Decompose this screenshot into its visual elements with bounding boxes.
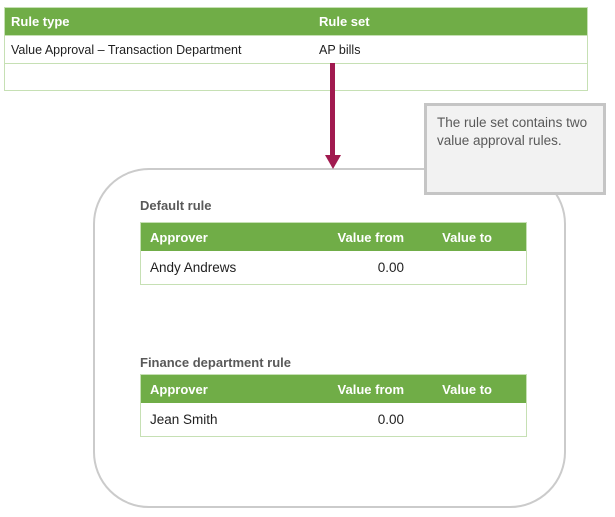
finance-department-rule-table: Approver Value from Value to Jean Smith …	[140, 374, 527, 437]
finance-department-rule-title: Finance department rule	[140, 355, 291, 370]
rule-type-table-row: Value Approval – Transaction Department …	[5, 35, 587, 63]
approver-cell: Andy Andrews	[150, 260, 237, 275]
flow-arrow-line	[330, 63, 335, 156]
rule-type-table: Rule type Rule set Value Approval – Tran…	[4, 7, 588, 91]
down-arrow-icon	[325, 155, 341, 169]
rule-set-column-header: Rule set	[319, 14, 370, 29]
approver-cell: Jean Smith	[150, 412, 218, 427]
value-from-cell: 0.00	[377, 260, 404, 275]
value-from-column-header: Value from	[337, 229, 404, 245]
callout-text: The rule set contains two value approval…	[437, 115, 588, 148]
callout-box: The rule set contains two value approval…	[424, 103, 606, 195]
finance-rule-table-row: Jean Smith 0.00	[141, 403, 526, 436]
rule-type-cell: Value Approval – Transaction Department	[11, 42, 242, 57]
value-from-cell: 0.00	[377, 412, 404, 427]
rule-set-cell: AP bills	[319, 42, 361, 57]
approver-column-header: Approver	[150, 229, 208, 245]
value-to-column-header: Value to	[442, 229, 492, 245]
approver-column-header: Approver	[150, 381, 208, 397]
default-rule-table-header: Approver Value from Value to	[141, 223, 526, 251]
value-to-column-header: Value to	[442, 381, 492, 397]
value-from-column-header: Value from	[337, 381, 404, 397]
rule-type-table-header: Rule type Rule set	[5, 8, 587, 35]
default-rule-table-row: Andy Andrews 0.00	[141, 251, 526, 284]
rule-type-column-header: Rule type	[11, 14, 70, 29]
default-rule-title: Default rule	[140, 198, 212, 213]
rule-set-panel	[93, 168, 566, 508]
finance-rule-table-header: Approver Value from Value to	[141, 375, 526, 403]
rule-type-table-empty-row	[5, 63, 587, 90]
default-rule-table: Approver Value from Value to Andy Andrew…	[140, 222, 527, 285]
